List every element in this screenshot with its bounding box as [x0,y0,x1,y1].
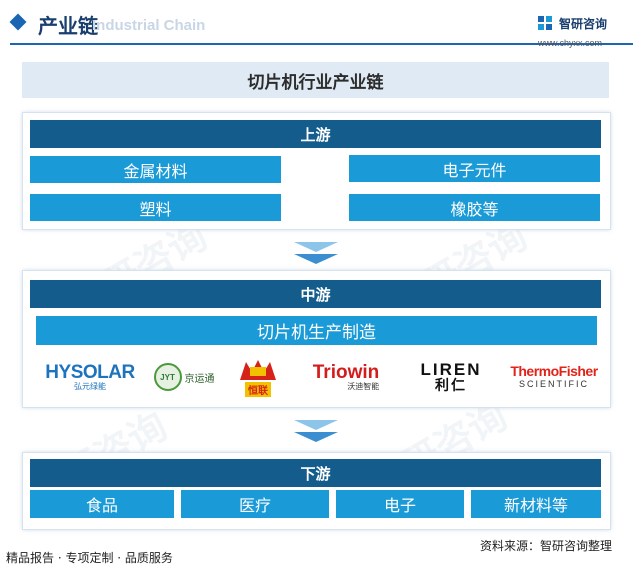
logo-text: Triowin [312,362,380,383]
page-title: 产业链 [38,14,98,38]
header-divider [10,43,633,45]
downstream-item: 电子 [336,490,464,518]
brand-mark-icon [538,16,552,30]
upstream-item: 橡胶等 [349,194,600,221]
downstream-item: 医疗 [181,490,329,518]
logo-text: ThermoFisher [510,363,598,380]
source-note: 资料来源：智研咨询整理 [480,539,613,553]
flow-arrow-icon [294,432,338,442]
logo-subtext: 弘元绿能 [74,382,106,391]
brand-name: 智研咨询 [559,17,608,31]
upstream-header: 上游 [30,120,601,148]
page-subtitle: Industrial Chain [92,17,206,34]
flow-arrow-icon [294,420,338,430]
diagram-title: 切片机行业产业链 [22,62,609,98]
flow-arrow-icon [294,254,338,264]
midstream-item: 切片机生产制造 [36,316,597,345]
flow-arrow-icon [294,242,338,252]
logo-emblem: JYT [153,363,182,391]
footer-tagline: 精品报告 · 专项定制 · 品质服务 [6,551,173,565]
company-logo-liren: LIREN 利仁 [412,358,490,396]
upstream-item: 塑料 [30,194,281,221]
logo-subtext: 沃迪智能 [347,382,380,391]
upstream-item: 金属材料 [30,156,281,183]
logo-text: HYSOLAR [45,362,135,383]
midstream-header: 中游 [30,280,601,308]
company-logo-jyt: JYT 京运通 [148,360,220,394]
downstream-item: 新材料等 [471,490,601,518]
brand-url: www.chyxx.com [538,38,603,48]
logo-text: 恒联 [245,381,271,397]
upstream-item: 电子元件 [349,155,600,182]
logo-text: LIREN [420,359,482,379]
downstream-header: 下游 [30,459,601,487]
company-logo-hysolar: HYSOLAR 弘元绿能 [40,360,140,394]
downstream-item: 食品 [30,490,174,518]
company-logo-thermofisher: ThermoFisher SCIENTIFIC [508,360,600,394]
logo-subtext: SCIENTIFIC [518,378,589,389]
logo-text: 京运通 [184,373,215,385]
company-logo-henglian: 恒联 [232,358,284,397]
logo-emblem [240,359,276,380]
header-diamond-icon [9,13,27,31]
logo-subtext: 利仁 [435,377,467,394]
company-logo-triowin: Triowin 沃迪智能 [305,360,387,394]
brand-logo: 智研咨询 www.chyxx.com [538,15,633,48]
